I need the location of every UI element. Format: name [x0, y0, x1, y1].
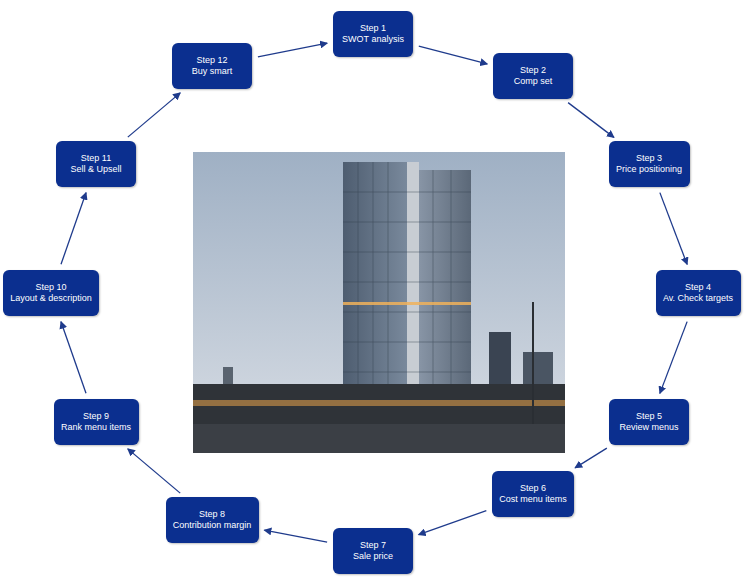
step-label: Contribution margin	[172, 520, 253, 531]
step-label: Buy smart	[178, 66, 246, 77]
step-label: Cost menu items	[498, 494, 568, 505]
step-box: Step 2Comp set	[493, 53, 573, 99]
step-box: Step 4Av. Check targets	[656, 270, 741, 316]
building-photo	[193, 152, 565, 453]
flow-arrow	[61, 193, 86, 265]
flow-arrow	[419, 511, 487, 535]
step-number: Step 1	[339, 23, 407, 34]
flow-arrow	[575, 448, 607, 468]
step-number: Step 9	[60, 411, 133, 422]
step-number: Step 7	[339, 540, 407, 551]
flow-arrow	[128, 449, 180, 493]
step-box: Step 11Sell & Upsell	[56, 141, 136, 187]
step-box: Step 7Sale price	[333, 528, 413, 574]
step-number: Step 12	[178, 55, 246, 66]
step-label: Layout & description	[9, 293, 93, 304]
step-box: Step 5Review menus	[609, 399, 689, 445]
flow-arrow	[568, 103, 614, 138]
step-number: Step 10	[9, 282, 93, 293]
step-box: Step 8Contribution margin	[166, 497, 259, 543]
step-box: Step 9Rank menu items	[54, 399, 139, 445]
step-box: Step 10Layout & description	[3, 270, 99, 316]
flow-arrow	[660, 322, 687, 394]
step-box: Step 3Price positioning	[609, 141, 690, 187]
step-number: Step 3	[615, 153, 684, 164]
step-number: Step 4	[662, 282, 735, 293]
flow-arrow	[264, 530, 327, 542]
step-number: Step 8	[172, 509, 253, 520]
step-label: SWOT analysis	[339, 34, 407, 45]
step-number: Step 5	[615, 411, 683, 422]
step-box: Step 1SWOT analysis	[333, 11, 413, 57]
flow-arrow	[660, 193, 687, 265]
step-number: Step 6	[498, 483, 568, 494]
step-label: Comp set	[499, 76, 567, 87]
step-label: Rank menu items	[60, 422, 133, 433]
step-box: Step 6Cost menu items	[492, 471, 574, 517]
flow-arrow	[128, 93, 180, 137]
step-label: Av. Check targets	[662, 293, 735, 304]
step-label: Price positioning	[615, 164, 684, 175]
flow-arrow	[61, 322, 86, 394]
step-number: Step 11	[62, 153, 130, 164]
flow-arrow	[419, 46, 487, 64]
step-label: Sale price	[339, 551, 407, 562]
step-label: Review menus	[615, 422, 683, 433]
flow-arrow	[258, 43, 327, 57]
step-box: Step 12Buy smart	[172, 43, 252, 89]
step-number: Step 2	[499, 65, 567, 76]
step-label: Sell & Upsell	[62, 164, 130, 175]
